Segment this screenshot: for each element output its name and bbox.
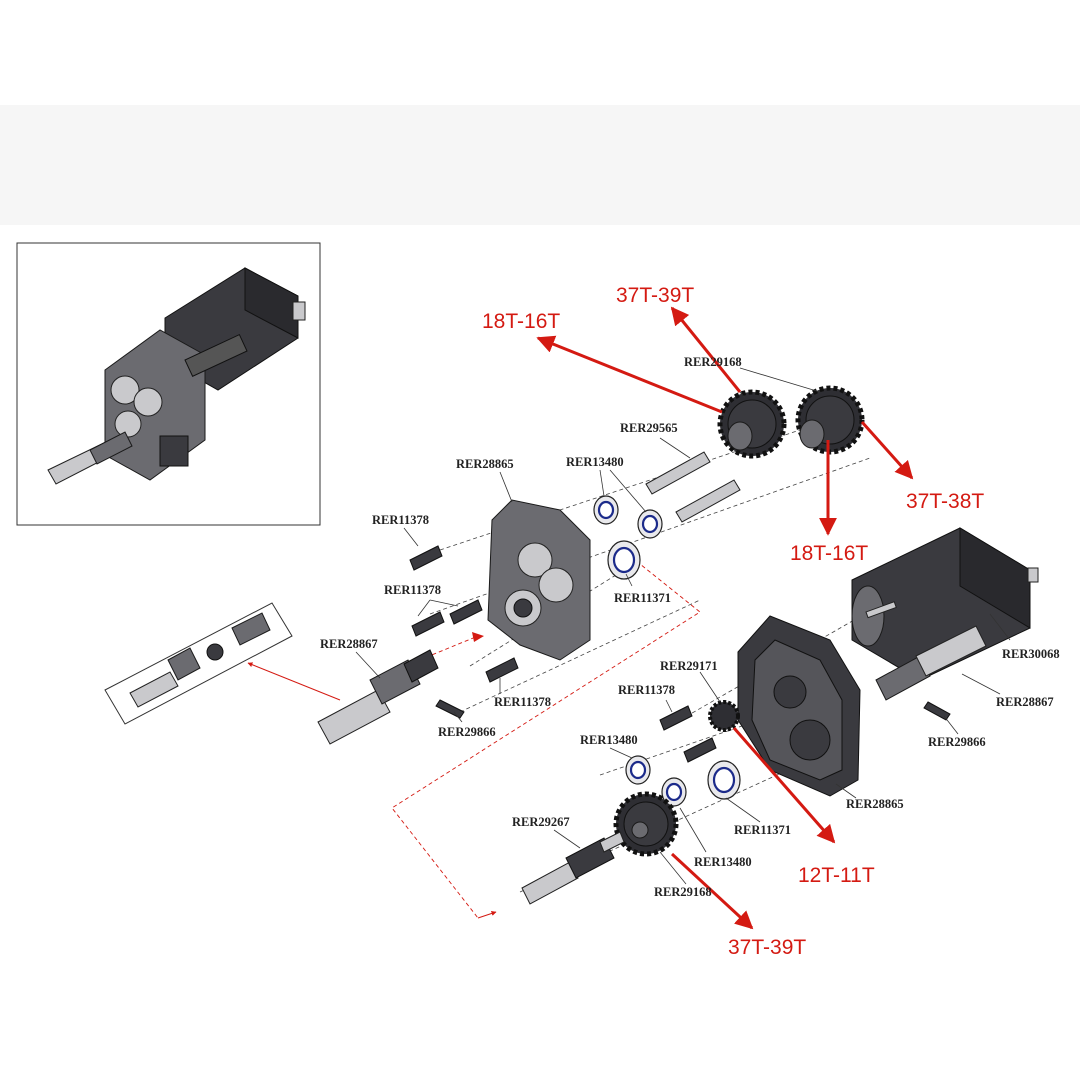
output-shaft-icon: [317, 649, 439, 745]
spur-gear-icon: [708, 700, 740, 732]
assembled-gearbox-icon: [47, 267, 306, 485]
part-label-rer11378-a: RER11378: [372, 513, 429, 527]
part-label-rer29866-left: RER29866: [438, 725, 496, 739]
bearing-icon: [625, 755, 741, 807]
ratio-label-bottom-37-39: 37T-39T: [728, 936, 806, 959]
motor-icon: [851, 527, 1039, 681]
pin-icon: [645, 451, 741, 523]
part-labels: RER29168 RER29565 RER28865 RER13480 RER1…: [320, 355, 1060, 899]
part-label-rer29565: RER29565: [620, 421, 678, 435]
ratio-label-right-37-38: 37T-38T: [906, 490, 984, 513]
part-label-rer11378-d: RER11378: [618, 683, 675, 697]
bearing-icon: [593, 495, 663, 580]
ratio-callouts: 37T-39T 18T-16T 37T-38T 18T-16T 12T-11T …: [482, 284, 984, 959]
ratio-label-pinion-12-11: 12T-11T: [798, 864, 875, 887]
ratio-label-mid-18-16: 18T-16T: [790, 542, 868, 565]
part-label-rer13480-left: RER13480: [580, 733, 638, 747]
part-label-rer11378-c: RER11378: [494, 695, 551, 709]
part-label-rer13480-top: RER13480: [566, 455, 624, 469]
universal-joint-icon: [129, 612, 271, 708]
top-band: [0, 105, 1080, 225]
assembled-gearbox-inset: [16, 242, 321, 526]
gearbox-housing-icon: [487, 499, 591, 661]
universal-joint-icon: [875, 625, 987, 701]
part-label-rer29168-bottom: RER29168: [654, 885, 712, 899]
ratio-label-top-18-16: 18T-16T: [482, 310, 560, 333]
ratio-arrows: [536, 306, 914, 930]
part-label-rer29866-right: RER29866: [928, 735, 986, 749]
part-label-rer28865-left: RER28865: [456, 457, 514, 471]
universal-joint-inset: [104, 602, 341, 725]
ratio-label-top-37-39: 37T-39T: [616, 284, 694, 307]
spur-gear-icon: [717, 389, 787, 459]
spur-gear-icon: [795, 385, 865, 455]
output-shaft-icon: [521, 831, 625, 905]
spur-gear-icon: [613, 791, 679, 857]
part-label-rer28865-right: RER28865: [846, 797, 904, 811]
gearbox-housing-icon: [737, 615, 861, 797]
part-label-rer11371-right: RER11371: [734, 823, 791, 837]
part-label-rer13480-bottom: RER13480: [694, 855, 752, 869]
part-label-rer28867-left: RER28867: [320, 637, 378, 651]
screw-icon: [409, 545, 951, 763]
part-label-rer29171: RER29171: [660, 659, 718, 673]
part-label-rer29168-top: RER29168: [684, 355, 742, 369]
part-label-rer11371-left: RER11371: [614, 591, 671, 605]
leader-lines: [355, 367, 1011, 885]
part-label-rer30068: RER30068: [1002, 647, 1060, 661]
part-label-rer28867-right: RER28867: [996, 695, 1054, 709]
part-label-rer11378-b: RER11378: [384, 583, 441, 597]
part-label-rer29267: RER29267: [512, 815, 570, 829]
